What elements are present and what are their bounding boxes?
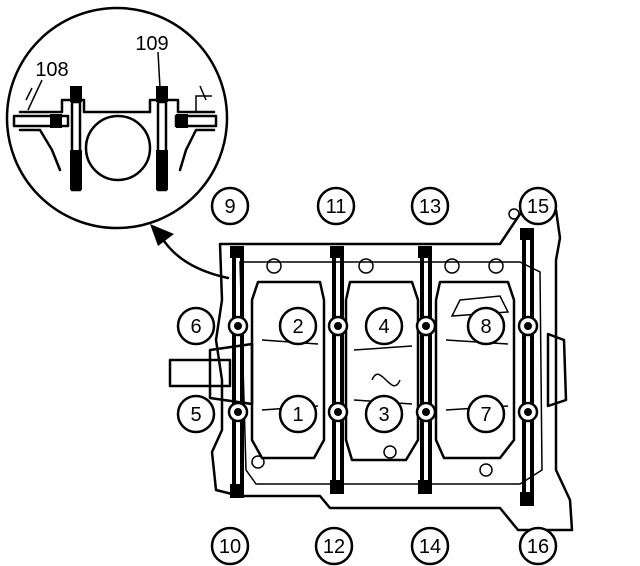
svg-text:12: 12 <box>323 536 345 558</box>
inset-side-bolt-right <box>174 114 218 128</box>
main-bolt-column-4 <box>520 228 534 506</box>
bolt-label-14: 14 <box>410 526 450 566</box>
bolt-label-3: 3 <box>364 394 404 434</box>
cap-washers <box>227 315 539 423</box>
bore-2 <box>344 280 420 462</box>
svg-text:7: 7 <box>480 404 491 426</box>
main-bolt-column-1 <box>230 246 244 498</box>
bore-3 <box>434 280 516 460</box>
bolt-sequence-labels: 1 2 3 4 5 6 7 8 9 10 11 12 13 14 15 16 <box>176 186 558 566</box>
svg-text:8: 8 <box>480 316 491 338</box>
inset-bolt-left <box>70 86 82 192</box>
bore-1 <box>250 280 326 460</box>
bolt-label-7: 7 <box>466 394 506 434</box>
svg-text:5: 5 <box>190 404 201 426</box>
block-outline <box>210 208 574 532</box>
svg-text:15: 15 <box>527 196 549 218</box>
bolt-label-6: 6 <box>176 306 216 346</box>
svg-text:14: 14 <box>419 536 441 558</box>
svg-text:4: 4 <box>378 316 389 338</box>
callout-109-leader <box>157 51 161 89</box>
bolt-label-12: 12 <box>314 526 354 566</box>
bolt-label-15: 15 <box>518 186 558 226</box>
bolt-label-8: 8 <box>466 306 506 346</box>
crank-detail <box>371 295 510 387</box>
bolt-label-13: 13 <box>410 186 450 226</box>
bolt-label-1: 1 <box>278 394 318 434</box>
bolt-label-11: 11 <box>316 186 356 226</box>
bolt-label-4: 4 <box>364 306 404 346</box>
bolt-label-5: 5 <box>176 394 216 434</box>
svg-text:6: 6 <box>190 316 201 338</box>
detail-inset-circle <box>5 6 229 230</box>
bolt-label-10: 10 <box>210 526 250 566</box>
svg-text:16: 16 <box>527 536 549 558</box>
inset-bolt-right <box>156 86 168 192</box>
boss-4 <box>488 258 504 274</box>
callout-109: 109 <box>135 33 168 55</box>
boss-1 <box>266 258 282 274</box>
callout-108-leader <box>27 79 43 111</box>
inset-side-bolt-left <box>12 114 70 128</box>
inset-detail-lines <box>25 85 212 112</box>
boss-8 <box>479 463 493 477</box>
svg-text:1: 1 <box>292 404 303 426</box>
svg-text:2: 2 <box>292 316 303 338</box>
boss-6 <box>251 455 265 469</box>
boss-3 <box>444 258 460 274</box>
svg-text:11: 11 <box>326 196 347 218</box>
detail-pointer-arrow <box>150 224 230 280</box>
main-bolt-column-2 <box>330 246 344 494</box>
block-inner-outline <box>239 261 543 485</box>
boss-5 <box>508 208 520 220</box>
bolt-label-2: 2 <box>278 306 318 346</box>
callout-108: 108 <box>35 59 68 81</box>
engine-block <box>168 208 574 532</box>
boss-2 <box>358 258 374 274</box>
detail-inset: 108 109 <box>5 6 229 230</box>
inset-block-edge <box>18 128 216 172</box>
inset-cap-outline <box>18 98 216 114</box>
svg-text:13: 13 <box>419 196 441 218</box>
svg-text:3: 3 <box>378 404 389 426</box>
boss-7 <box>383 445 397 459</box>
bolt-label-16: 16 <box>518 526 558 566</box>
inset-crank-bore <box>84 114 152 182</box>
svg-text:10: 10 <box>219 536 241 558</box>
crank-rear <box>546 332 568 408</box>
main-bolt-column-3 <box>418 246 432 494</box>
svg-text:9: 9 <box>224 196 235 218</box>
bolt-label-9: 9 <box>210 186 250 226</box>
